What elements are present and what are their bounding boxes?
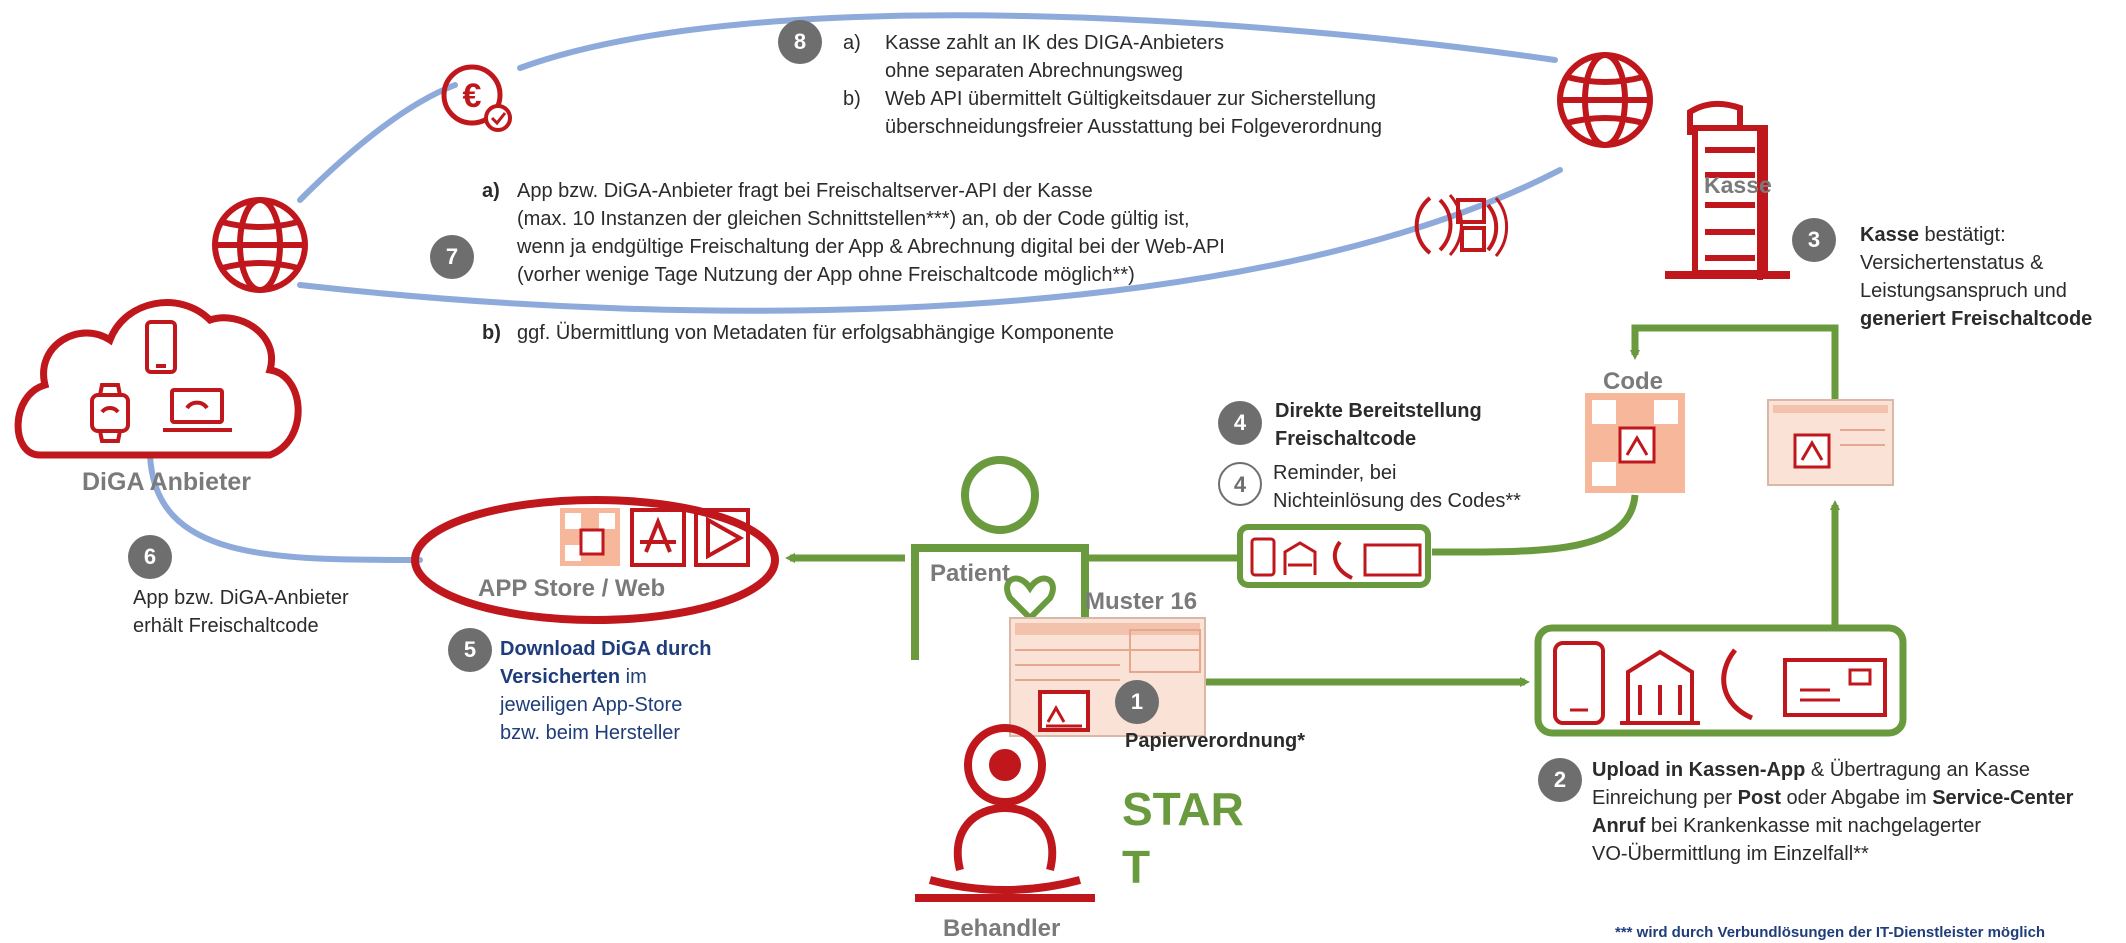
play-store-icon	[694, 508, 750, 567]
flow-kasse-to-code	[1630, 324, 1839, 400]
app-store-icon	[630, 508, 686, 567]
step-5-line2: Versicherten im	[500, 664, 647, 691]
globe-icon	[212, 197, 308, 293]
step-7-b-label: b)	[482, 322, 501, 344]
patient-label: Patient	[930, 560, 1011, 587]
step-4-reminder-line2: Nichteinlösung des Codes**	[1273, 490, 1521, 512]
code-label: Code	[1603, 368, 1663, 395]
step-4-line1: Direkte Bereitstellung	[1275, 400, 1482, 422]
app-store-oval	[411, 496, 779, 624]
step-5-badge: 5	[448, 628, 492, 672]
line-diga-to-kasse	[297, 167, 1563, 314]
diga-anbieter-label: DiGA Anbieter	[82, 468, 251, 496]
step-6-badge: 6	[128, 535, 172, 579]
puzzle-icon	[1414, 194, 1509, 257]
step-5-line2-rest: im	[620, 666, 647, 688]
green-flows	[785, 324, 1840, 687]
euro-icon: €	[441, 64, 512, 132]
step-8-b-line2: überschneidungsfreier Ausstattung bei Fo…	[885, 116, 1382, 138]
step-3-line1: Kasse bestätigt:	[1860, 222, 2006, 249]
channel-box-small	[1237, 524, 1431, 588]
laptop-icon	[163, 388, 232, 432]
step-4-badge: 4	[1218, 401, 1262, 445]
globe-icon	[1557, 52, 1653, 148]
blue-connections	[147, 12, 1563, 563]
app-store-label: APP Store / Web	[478, 575, 666, 602]
prescription-form-icon	[1009, 617, 1206, 737]
step-4-reminder-badge: 4	[1218, 462, 1262, 506]
step-3-line4: generiert Freischaltcode	[1860, 308, 2093, 330]
step-2-badge: 2	[1538, 758, 1582, 802]
svg-text:€: €	[463, 77, 482, 115]
step-8-a-label: a)	[843, 32, 861, 54]
step-5-line3: jeweiligen App-Store	[500, 694, 683, 716]
step-5-line4: bzw. beim Hersteller	[500, 722, 681, 744]
cloud-icon	[14, 299, 302, 459]
step-6-line1: App bzw. DiGA-Anbieter	[133, 587, 349, 609]
step-4-line2: Freischaltcode	[1275, 428, 1417, 450]
step-5-line1: Download DiGA durch	[500, 638, 712, 660]
step-7-b-line1: ggf. Übermittlung von Metadaten für erfo…	[517, 322, 1115, 344]
step-7-a-line4: (vorher wenige Tage Nutzung der App ohne…	[517, 264, 1135, 286]
step-7-a-line1: App bzw. DiGA-Anbieter fragt bei Freisch…	[517, 180, 1093, 202]
step-1-text: Papierverordnung*	[1125, 730, 1306, 752]
step-3-line3: Leistungsanspruch und	[1860, 280, 2067, 302]
channel-box-large	[1534, 624, 1907, 737]
step-8-badge: 8	[778, 20, 822, 64]
step-8-a-line1: Kasse zahlt an IK des DIGA-Anbieters	[885, 32, 1225, 54]
step-3-line2: Versichertenstatus &	[1860, 252, 2044, 274]
qr-code-icon	[1585, 393, 1685, 493]
behandler-person-icon	[915, 724, 1095, 902]
step-3-kasse: Kasse	[1860, 224, 1919, 246]
kasse-label: Kasse	[1704, 172, 1772, 198]
step-2-upload: Upload in Kassen-App	[1592, 759, 1806, 781]
smartwatch-icon	[90, 383, 130, 443]
step-8-b-line1: Web API übermittelt Gültigkeitsdauer zur…	[885, 88, 1376, 110]
building-icon	[1665, 100, 1790, 280]
start-label-line1: STAR	[1122, 783, 1244, 835]
step-3-badge: 3	[1792, 218, 1836, 262]
step-7-badge: 7	[430, 235, 474, 279]
step-2-line1: Upload in Kassen-App & Übertragung an Ka…	[1592, 757, 2030, 784]
step-2-line2: Einreichung per Post oder Abgabe im Serv…	[1592, 785, 2073, 812]
step-5-versicherten: Versicherten	[500, 666, 621, 688]
step-2-line2-c: oder Abgabe im	[1781, 787, 1933, 809]
footnote: *** wird durch Verbundlösungen der IT-Di…	[1615, 924, 2046, 941]
step-2-line3-rest: bei Krankenkasse mit nachgelagerter	[1645, 815, 1982, 837]
smartphone-icon	[145, 320, 177, 374]
step-7-a-label: a)	[482, 180, 500, 202]
line-globe-to-euro	[297, 82, 458, 203]
step-2-line4: VO-Übermittlung im Einzelfall**	[1592, 843, 1869, 865]
step-1-badge: 1	[1115, 680, 1159, 724]
step-7-a-line2: (max. 10 Instanzen der gleichen Schnitts…	[517, 208, 1190, 230]
step-2-service-center: Service-Center	[1932, 787, 2074, 809]
prescription-form-icon	[1767, 399, 1894, 486]
flow-code-to-channels	[1431, 494, 1639, 556]
behandler-label: Behandler	[943, 915, 1061, 942]
step-8-a-line2: ohne separaten Abrechnungsweg	[885, 60, 1184, 82]
step-2-post: Post	[1737, 787, 1781, 809]
step-2-line1-rest: & Übertragung an Kasse	[1805, 759, 2030, 781]
qr-code-icon	[560, 508, 620, 566]
heart-icon	[1004, 575, 1056, 623]
step-4-reminder-line1: Reminder, bei	[1273, 462, 1397, 484]
step-3-line1-rest: bestätigt:	[1918, 224, 2006, 246]
step-8-b-label: b)	[843, 88, 861, 110]
line-cloud-to-appstore	[147, 452, 423, 563]
step-6-line2: erhält Freischaltcode	[133, 615, 319, 637]
line-euro-to-kasse-globe	[517, 12, 1558, 71]
step-7-a-line3: wenn ja endgültige Freischaltung der App…	[517, 236, 1225, 258]
step-2-anruf: Anruf	[1592, 815, 1646, 837]
muster-label: Muster 16	[1085, 588, 1198, 615]
step-2-line2-a: Einreichung per	[1592, 787, 1738, 809]
start-label-line2: T	[1122, 841, 1151, 893]
step-2-line3: Anruf bei Krankenkasse mit nachgelagerte…	[1592, 813, 1981, 840]
